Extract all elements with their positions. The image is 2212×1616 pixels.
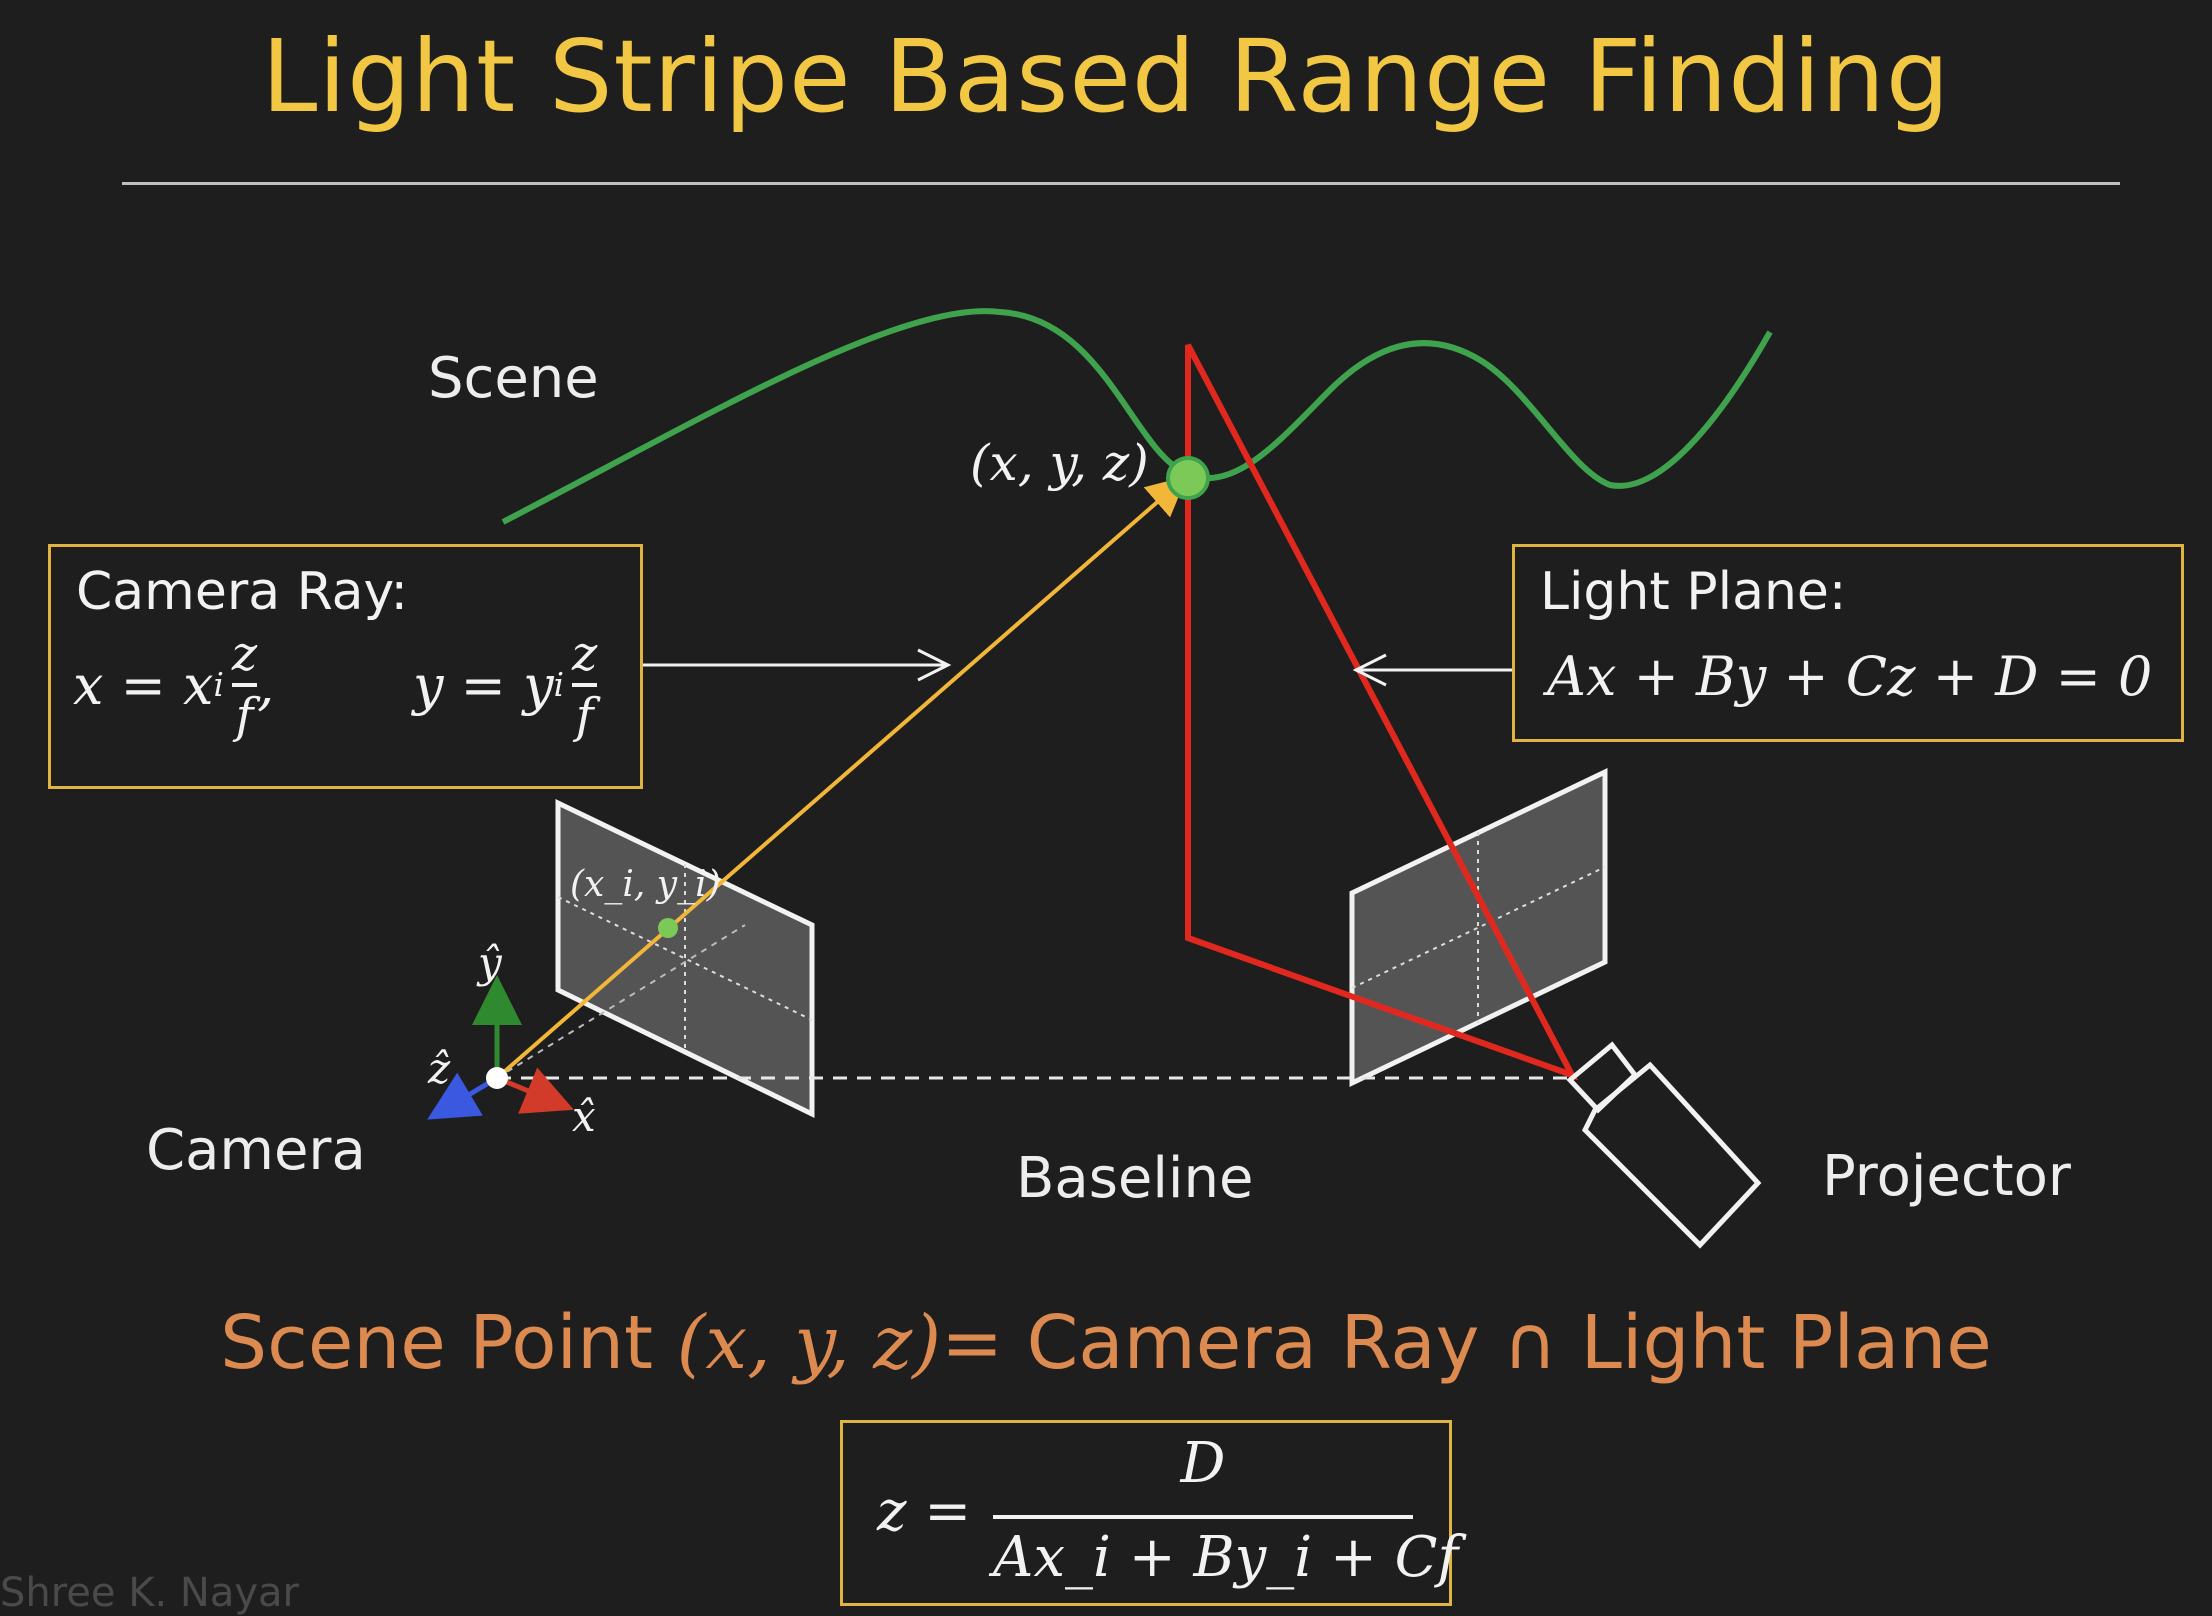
image-point-label: (x_i, y_i) <box>570 864 721 905</box>
projector-icon <box>1566 1041 1762 1249</box>
axis-x-arrow <box>496 1067 574 1114</box>
projector-label: Projector <box>1822 1144 2071 1209</box>
scene-curve <box>501 308 1773 525</box>
axis-x-label: x̂ <box>572 1092 596 1141</box>
camera-label: Camera <box>146 1118 366 1183</box>
scene-point-dot <box>1166 456 1210 500</box>
scene-label: Scene <box>428 346 599 411</box>
title-divider <box>122 182 2120 185</box>
light-plane-equation: Ax + By + Cz + D = 0 <box>1547 645 2153 708</box>
axis-z-arrow <box>427 1072 499 1120</box>
camera-image-plane <box>555 799 815 1119</box>
formula-box: z = D Ax_i + By_i + Cf <box>840 1420 1459 1606</box>
formula-fraction-bar <box>993 1515 1413 1519</box>
light-plane-box: Light Plane: Ax + By + Cz + D = 0 <box>1512 544 2184 742</box>
projector-plane <box>1349 768 1608 1087</box>
axis-y-label: ŷ <box>478 938 502 987</box>
baseline-label: Baseline <box>1016 1146 1254 1211</box>
light-plane-heading: Light Plane: <box>1540 562 1847 622</box>
formula-denominator: Ax_i + By_i + Cf <box>993 1525 1459 1590</box>
camera-center-dot <box>486 1067 508 1089</box>
image-point-dot <box>658 918 678 938</box>
axis-z-label: ẑ <box>428 1044 451 1093</box>
formula-lhs: z = <box>877 1479 972 1544</box>
scene-point-label: (x, y, z) <box>970 434 1149 492</box>
formula-numerator: D <box>1180 1431 1226 1496</box>
slide-title: Light Stripe Based Range Finding <box>261 18 1951 135</box>
camera-ray-heading: Camera Ray: <box>76 562 408 622</box>
scene-point-statement: Scene Point (x, y, z)= Camera Ray ∩ Ligh… <box>220 1300 1992 1386</box>
camera-ray <box>495 476 1188 1080</box>
watermark: Shree K. Nayar <box>0 1570 299 1616</box>
